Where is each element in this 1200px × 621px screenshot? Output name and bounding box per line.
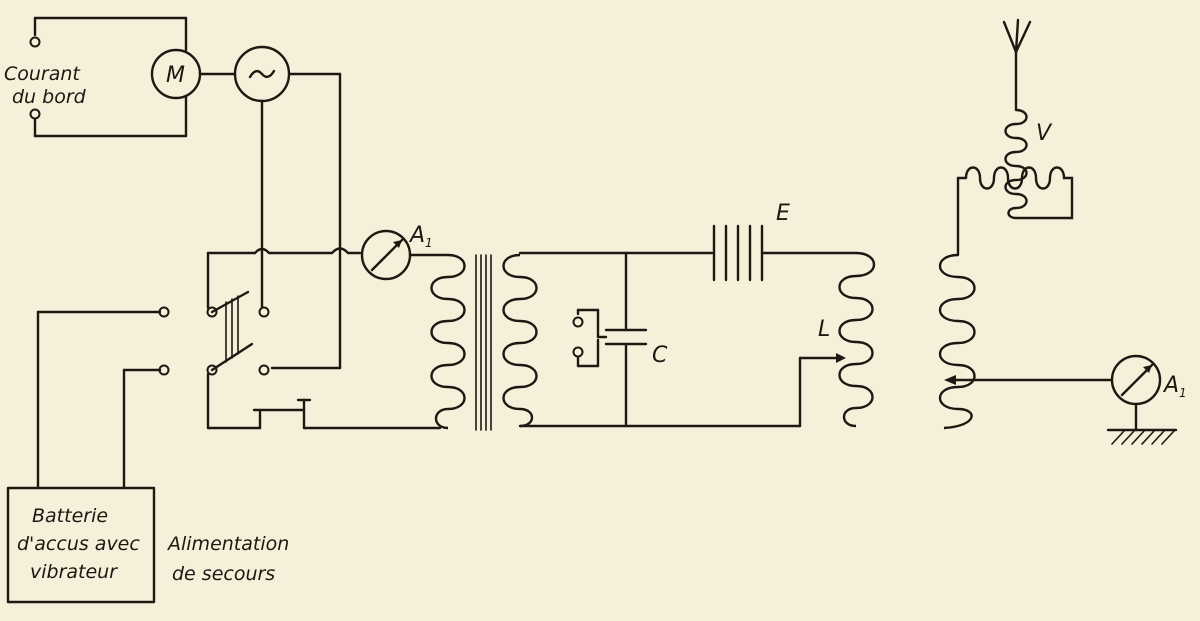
courant-label-line2: du bord	[12, 86, 87, 108]
switch-blade-upper	[210, 290, 250, 314]
ship-power-supply: Courant du bord	[4, 16, 188, 138]
ship-supply-terminal-top	[29, 36, 41, 48]
inductor-L-label: L	[818, 317, 830, 342]
capacitor-E-label: E	[776, 201, 790, 226]
antenna	[1002, 18, 1032, 112]
battery-label-line1: Batterie	[32, 505, 108, 527]
battery-label-line3: vibrateur	[30, 561, 118, 583]
transformer-secondary-coil	[502, 253, 538, 428]
alternator	[233, 45, 291, 103]
courant-label-line1: Courant	[4, 63, 81, 85]
alternator-sine-icon	[248, 69, 276, 79]
motor: M	[150, 48, 202, 100]
backup-label-line2: de secours	[172, 563, 275, 585]
ammeter-antenna: A 1	[944, 354, 1187, 406]
switch-contact-lower-right	[258, 364, 270, 376]
capacitor-C: C	[572, 308, 668, 368]
ship-supply-terminal-bottom	[29, 108, 41, 120]
backup-label-line1: Alimentation	[166, 533, 289, 555]
capacitor-E: E	[712, 201, 790, 282]
battery-label-line2: d'accus avec	[17, 533, 140, 555]
ammeter-antenna-index: 1	[1179, 386, 1187, 400]
ammeter-antenna-letter: A	[1162, 373, 1179, 398]
ammeter-primary: A 1	[360, 223, 433, 281]
variometer-V-label: V	[1036, 121, 1053, 146]
changeover-switch	[158, 247, 362, 430]
transformer-core	[475, 254, 492, 431]
antenna-coupling-coil	[939, 253, 976, 430]
inductor-L: L	[798, 251, 875, 428]
capacitor-C-label: C	[652, 343, 668, 368]
ground-symbol	[1106, 402, 1178, 445]
morse-key	[252, 398, 442, 430]
variometer: V	[964, 108, 1074, 220]
spark-gap-terminal-upper	[572, 316, 584, 328]
spark-gap-terminal-lower	[572, 346, 584, 358]
ammeter-primary-letter: A	[408, 223, 425, 248]
motor-label: M	[166, 63, 185, 88]
ammeter-primary-index: 1	[425, 236, 433, 250]
battery-box: Batterie d'accus avec vibrateur	[6, 486, 156, 604]
transformer-primary-coil	[430, 253, 466, 430]
switch-contact-upper-right	[258, 306, 270, 318]
